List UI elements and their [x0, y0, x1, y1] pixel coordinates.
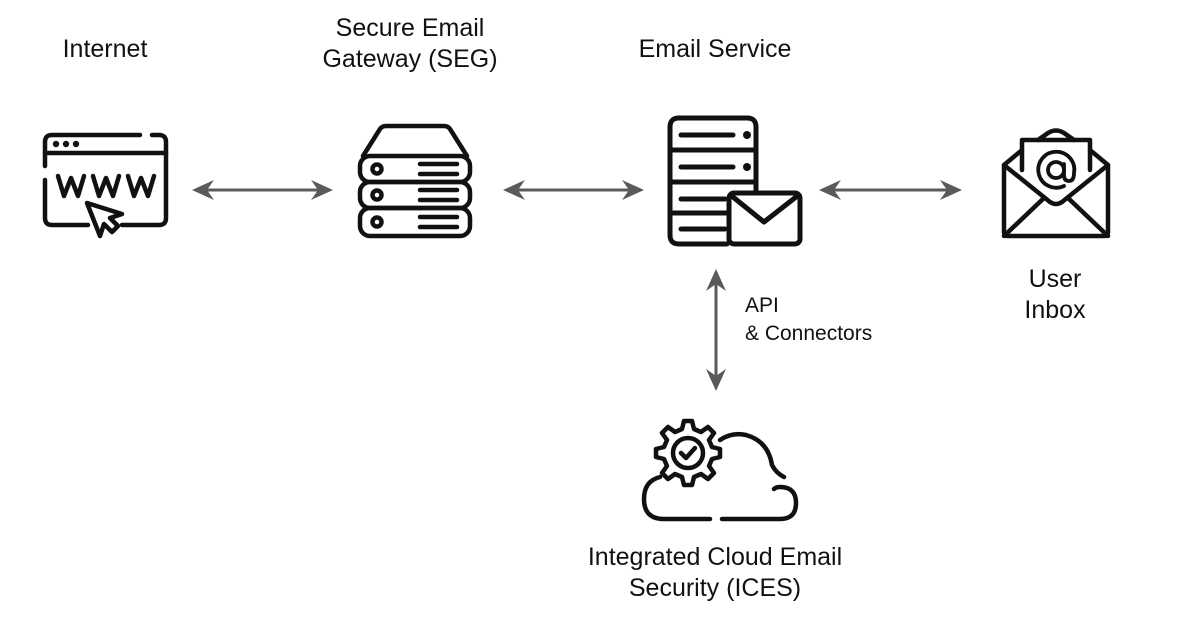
web-browser-www-icon — [42, 132, 169, 239]
user-inbox-label: User Inbox — [995, 264, 1115, 326]
cloud-gear-check-icon — [641, 418, 799, 522]
internet-label: Internet — [40, 34, 170, 65]
api-label-line1: API — [745, 294, 779, 317]
seg-label: Secure Email Gateway (SEG) — [290, 13, 530, 75]
ices-label-line2: Security (ICES) — [628, 574, 802, 602]
server-stack-icon — [357, 123, 473, 239]
arrow-email-service-inbox — [819, 180, 962, 200]
internet-label-text: Internet — [62, 35, 148, 63]
api-connectors-label: API & Connectors — [745, 292, 945, 348]
ices-label-line1: Integrated Cloud Email — [587, 543, 843, 571]
user-inbox-label-line2: Inbox — [1024, 296, 1086, 324]
arrow-internet-seg — [192, 180, 333, 200]
api-label-line2: & Connectors — [745, 322, 873, 345]
email-service-label: Email Service — [605, 34, 825, 65]
seg-label-line1: Secure Email — [335, 14, 485, 42]
arrow-seg-email-service — [503, 180, 644, 200]
ices-label: Integrated Cloud Email Security (ICES) — [530, 542, 900, 604]
open-envelope-at-icon — [1001, 128, 1111, 239]
arrow-email-service-ices — [706, 269, 726, 391]
seg-label-line2: Gateway (SEG) — [322, 45, 498, 73]
email-service-label-text: Email Service — [638, 35, 792, 63]
user-inbox-label-line1: User — [1028, 265, 1082, 293]
mail-server-icon — [667, 115, 803, 247]
